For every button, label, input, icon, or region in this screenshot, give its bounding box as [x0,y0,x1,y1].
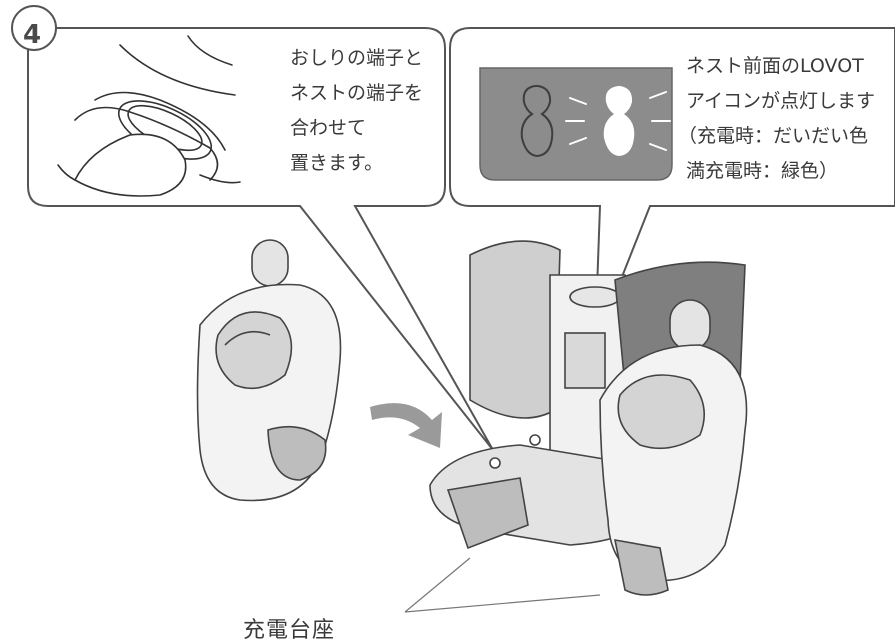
callout-right-line-2: アイコンが点灯します [686,90,876,112]
base-label-leaders [404,557,601,613]
callout-left-line-2: ネストの端子を [290,82,424,104]
callout-right-line-3: （充電時：だいだい色 [678,125,869,147]
placement-arrow [370,403,442,448]
robot-placing [196,239,342,502]
robot-placed [599,299,748,596]
charging-base-label: 充電台座 [243,618,336,643]
step-number: 4 [23,20,42,50]
terminal-closeup-drawing [57,35,241,197]
callout-left-line-3: 合わせて [290,117,367,139]
lovot-icon-lit [565,86,671,156]
callout-left-line-4: 置きます。 [290,152,384,174]
step-badge [11,5,57,51]
callout-right-line-4: 満充電時：緑色） [686,160,839,182]
callout-right-line-1: ネスト前面のLOVOT [686,55,864,77]
nest-front-panel [479,67,673,181]
callout-left-line-1: おしりの端子と [290,47,424,69]
lovot-icon-off [520,85,554,158]
